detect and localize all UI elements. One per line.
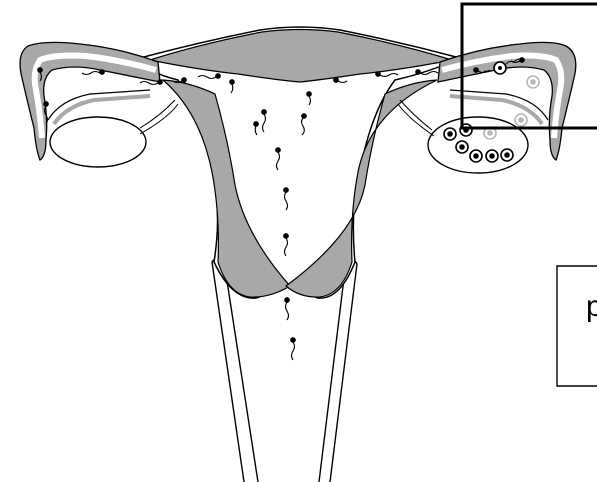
left-ovary	[50, 117, 146, 167]
right-ovary	[428, 117, 528, 173]
sperm-icon	[82, 70, 104, 75]
sperm-icon	[285, 298, 290, 320]
ovarian-follicle-icon	[470, 150, 482, 162]
ovarian-follicle-icon	[444, 128, 456, 140]
label-box	[557, 266, 597, 386]
left-ovarian-ligament	[140, 100, 178, 134]
egg-cell-icon	[515, 114, 527, 126]
ovarian-follicle-icon	[501, 149, 513, 161]
right-ovarian-ligament	[398, 100, 434, 136]
ovarian-follicle-icon	[486, 150, 498, 162]
ovarian-follicle-icon	[456, 141, 468, 153]
partial-label: p	[586, 290, 597, 323]
sperm-icon	[291, 338, 296, 360]
egg-cell-icon	[527, 76, 539, 88]
